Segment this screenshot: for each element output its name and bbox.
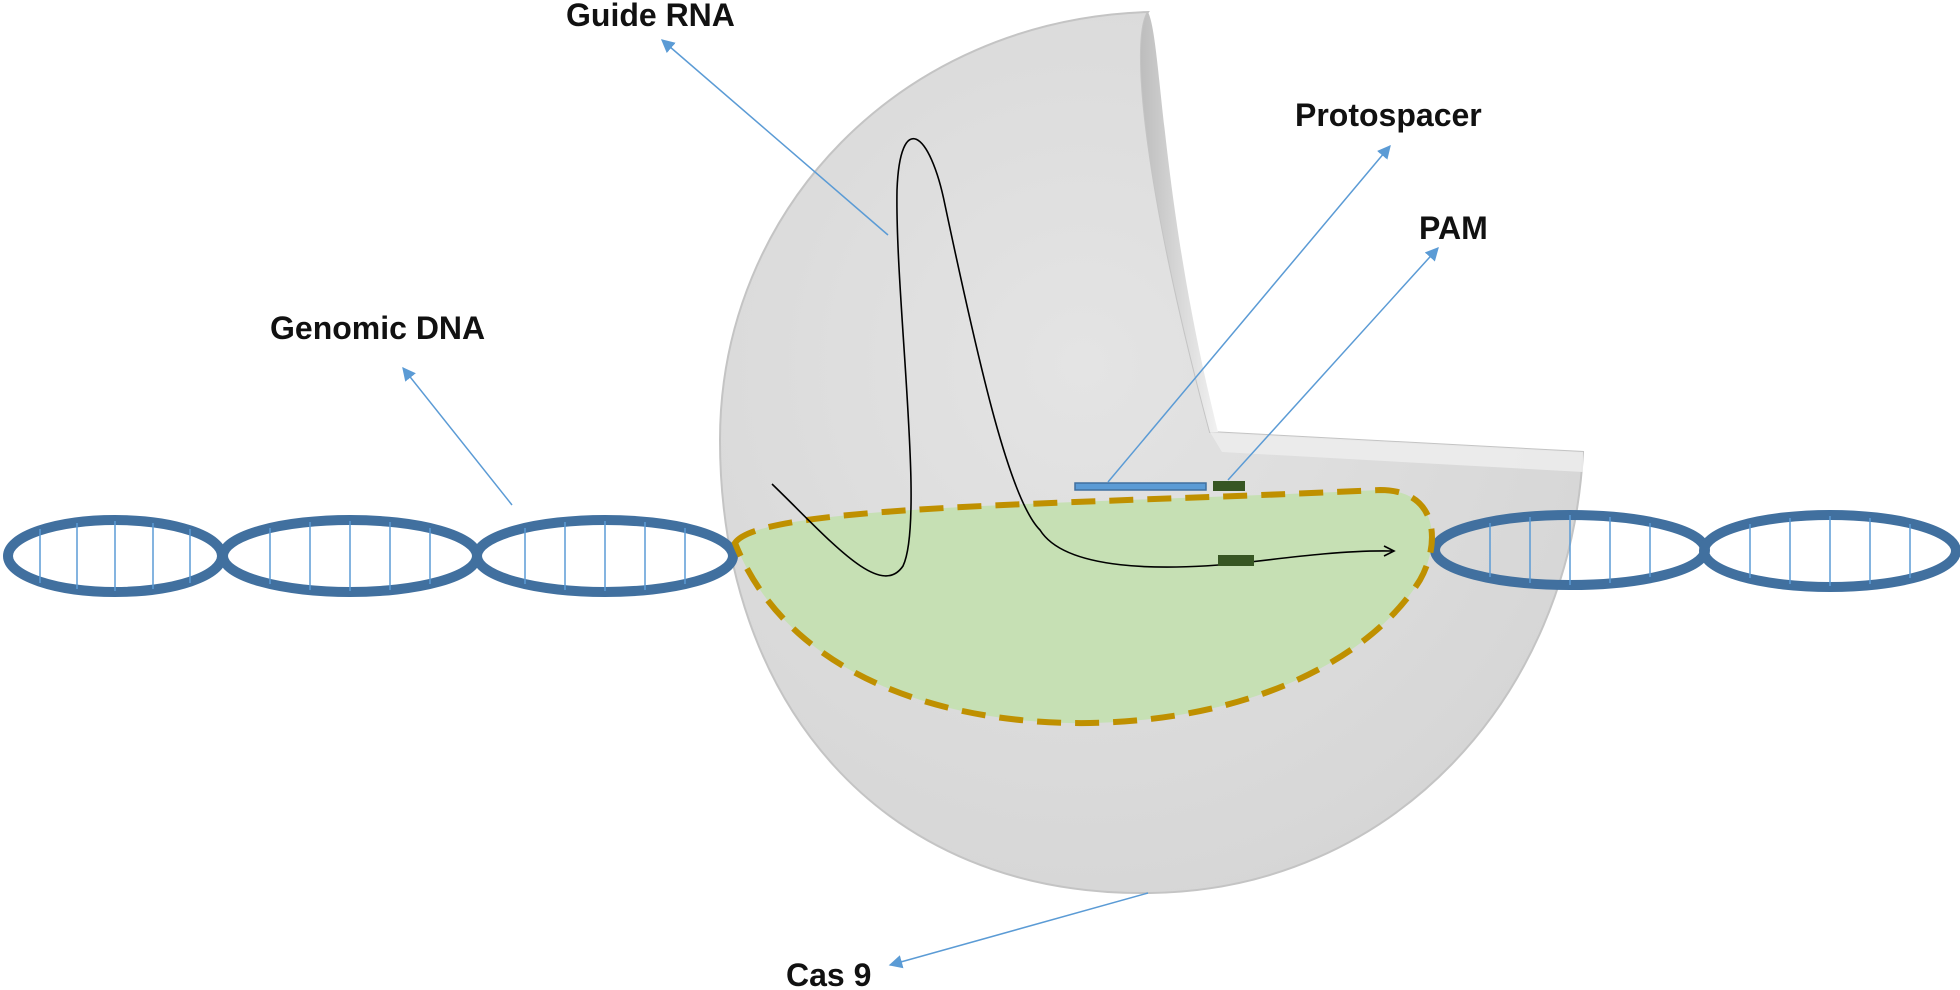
cas9-protein <box>718 10 1585 895</box>
guide-rna-label: Guide RNA <box>566 0 735 33</box>
guide-rna-strand <box>771 137 1393 577</box>
pam-pointer <box>1227 246 1439 481</box>
cas9-pointer <box>888 892 1149 969</box>
dna-binding-pocket <box>731 486 1435 727</box>
protospacer-pointer <box>1107 144 1391 483</box>
pam-label: PAM <box>1419 210 1488 246</box>
cas9-label: Cas 9 <box>786 957 871 990</box>
dna-loop <box>1699 510 1960 592</box>
dna-loop <box>218 515 482 597</box>
cas9-cut-bevel <box>1140 12 1218 432</box>
genomic-dna-right <box>1430 510 1960 592</box>
dna-loop <box>3 515 227 597</box>
genomic-dna-label: Genomic DNA <box>270 310 485 346</box>
protospacer-bar <box>1074 482 1207 491</box>
cas9-cut-ledge <box>1210 432 1583 472</box>
pam-block-rna <box>1218 555 1254 566</box>
guide-rna-pointer <box>660 39 889 236</box>
guide-rna-end-icon <box>1383 545 1396 557</box>
genomic-dna-pointer <box>402 366 513 506</box>
genomic-dna-left <box>3 515 738 597</box>
pam-block-top <box>1213 481 1245 491</box>
pointer-lines <box>402 39 1439 969</box>
protospacer-label: Protospacer <box>1295 97 1482 133</box>
dna-loop <box>472 515 738 597</box>
